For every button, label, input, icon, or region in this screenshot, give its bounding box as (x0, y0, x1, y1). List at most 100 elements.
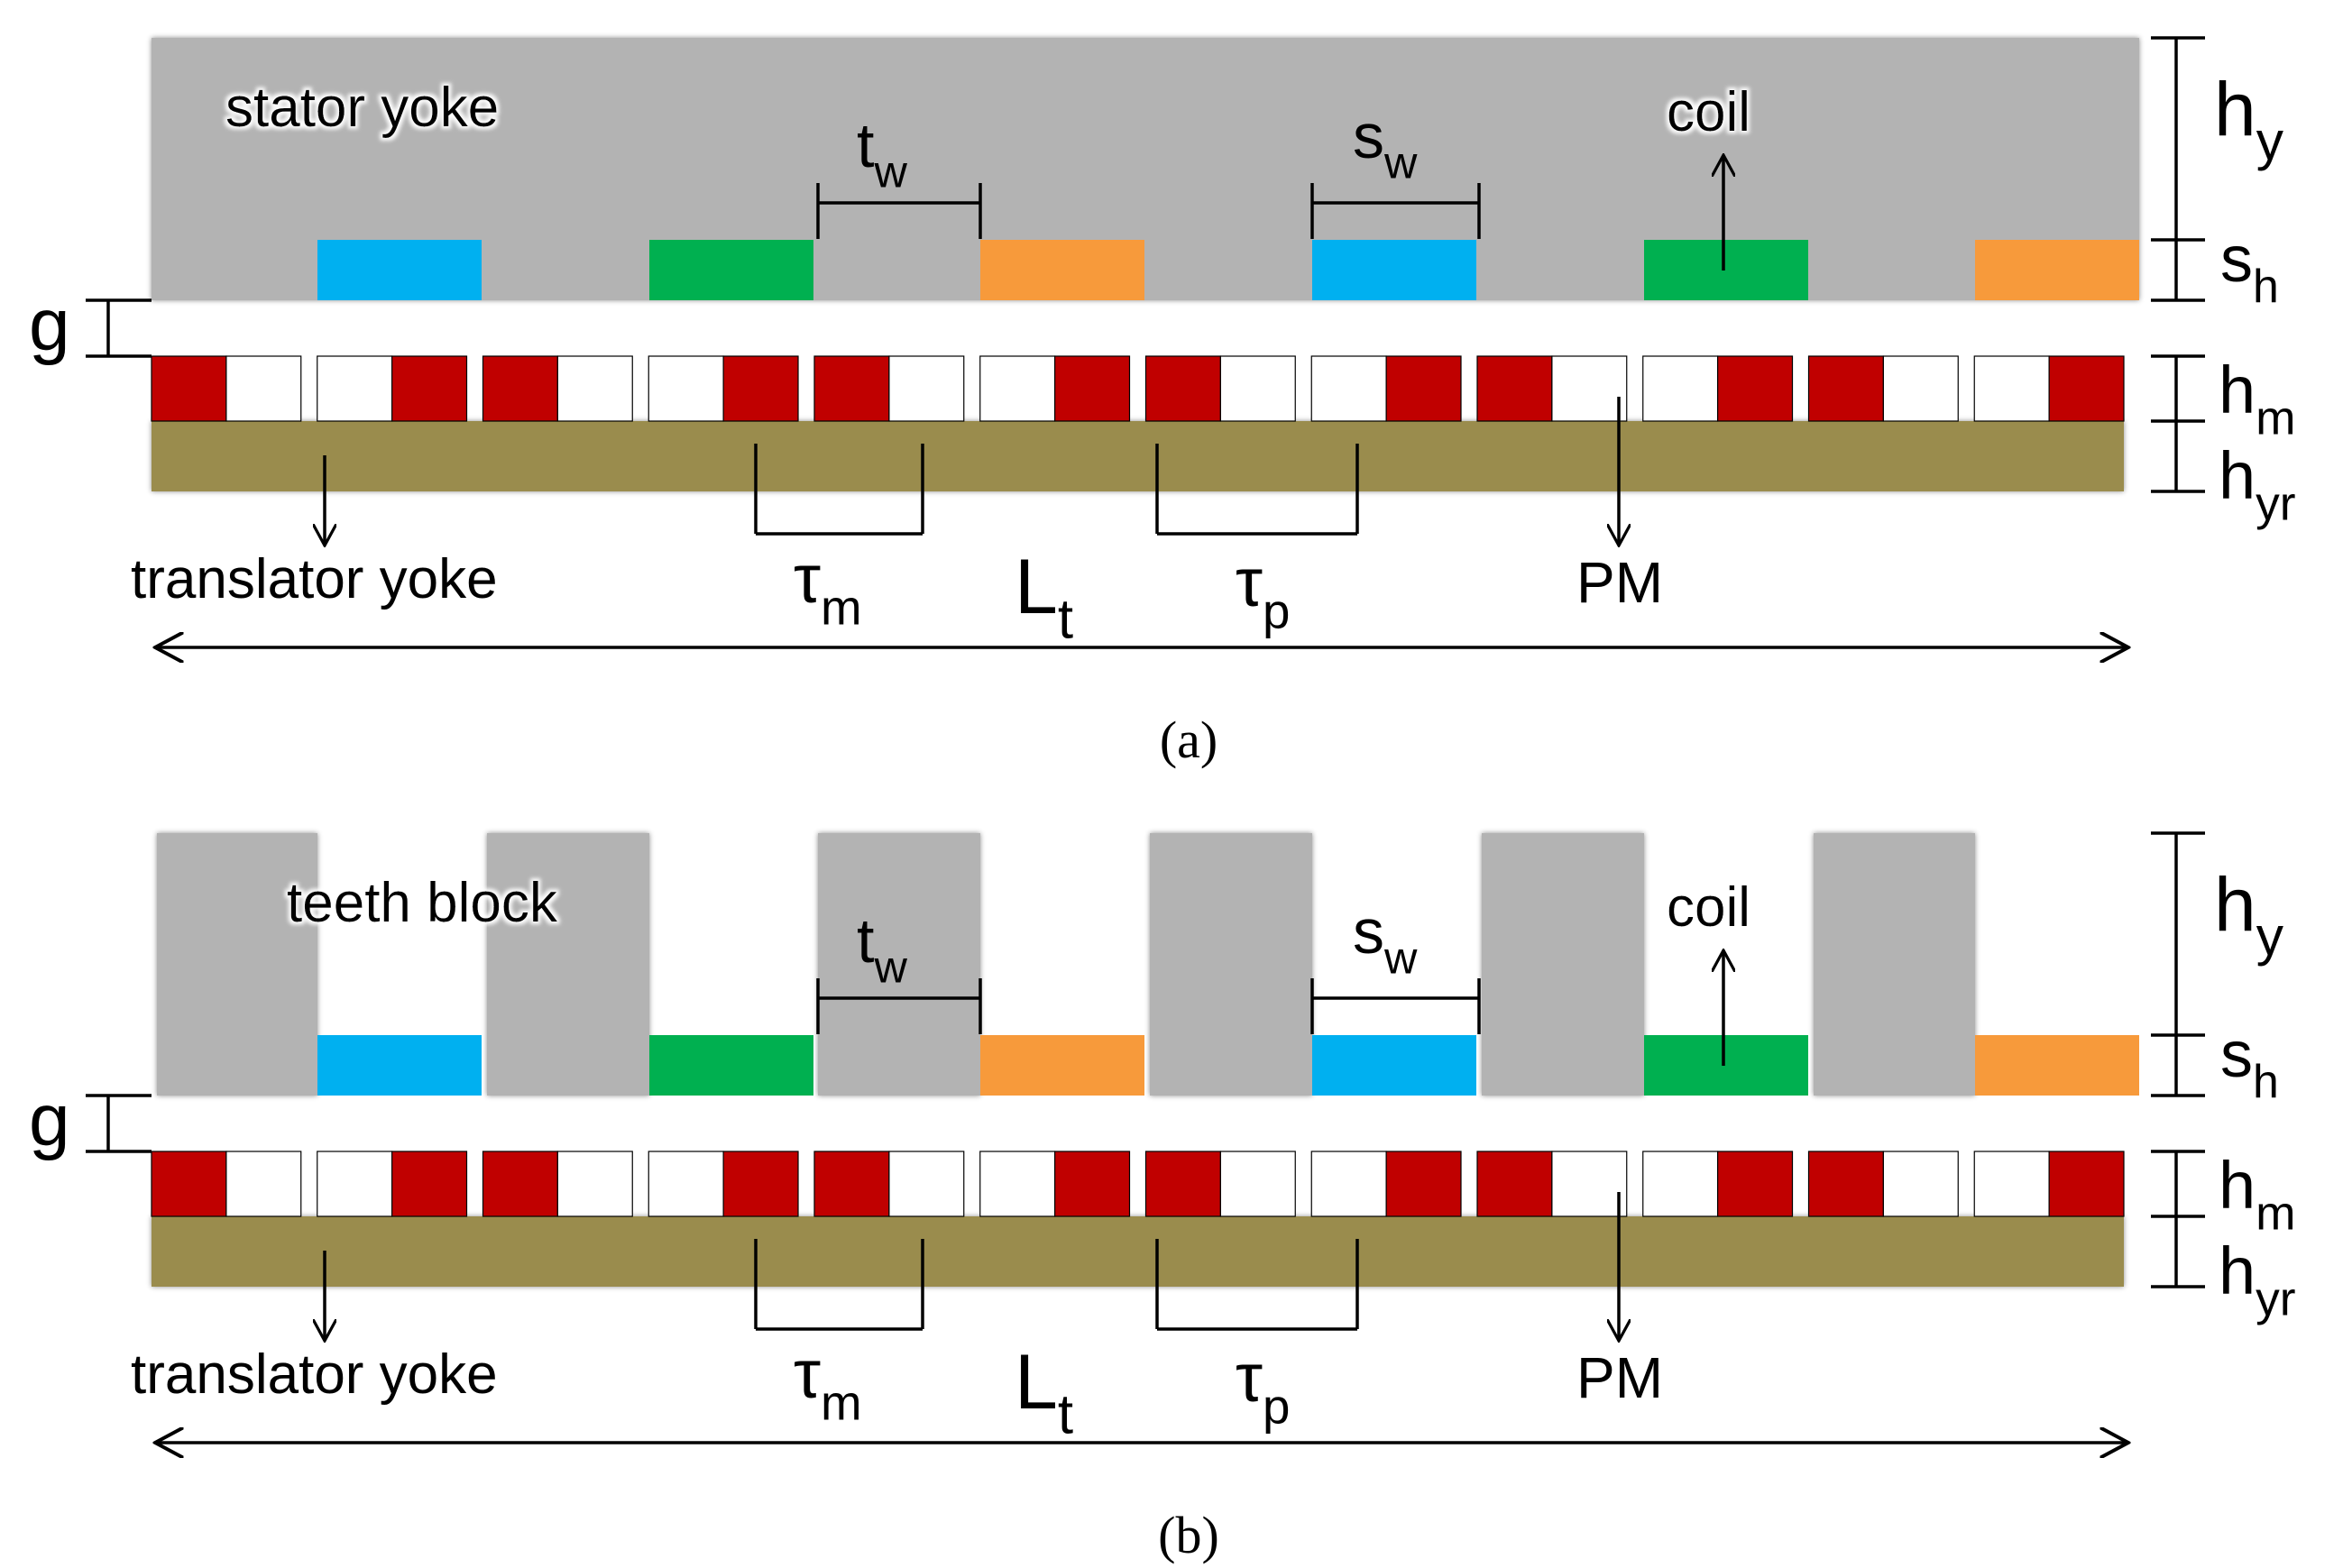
permanent-magnet (1717, 1151, 1794, 1217)
sh-label: sh (2220, 1019, 2279, 1107)
tw-label-base: t (857, 110, 874, 180)
lt-label-subscript: t (1058, 589, 1073, 651)
hy-label: hy (2214, 862, 2284, 967)
permanent-magnet (1476, 1151, 1553, 1217)
permanent-magnet (482, 1151, 558, 1217)
hm-label-subscript: m (2256, 392, 2295, 445)
hm-label-base: h (2219, 353, 2256, 427)
permanent-magnet (2048, 355, 2125, 422)
hm-label: hm (2219, 1148, 2296, 1241)
sh-label-base: s (2220, 1019, 2253, 1091)
hy-label-subscript: y (2256, 110, 2284, 171)
permanent-magnet (1807, 355, 1884, 422)
permanent-magnet (1973, 1151, 2050, 1217)
stator-tooth (487, 833, 649, 1096)
tau-p-label-base: τ (1236, 1340, 1263, 1417)
tw-label: tw (857, 110, 907, 197)
sh-label-subscript: h (2253, 1055, 2279, 1107)
stator-tooth (157, 833, 317, 1096)
coil-green (1644, 1035, 1808, 1096)
stator-tooth (1150, 833, 1312, 1096)
coil-green (649, 1035, 813, 1096)
panel-caption: (b) (1158, 1506, 1219, 1564)
permanent-magnet (1882, 355, 1959, 422)
hy-label-base: h (2214, 67, 2256, 151)
sw-label-base: s (1353, 101, 1384, 171)
permanent-magnet (1385, 355, 1462, 422)
stator-tooth (1482, 833, 1644, 1096)
tau-p-label-base: τ (1236, 545, 1263, 621)
sw-label-subscript: w (1383, 136, 1418, 188)
hyr-label: hyr (2219, 438, 2296, 531)
hm-label-subscript: m (2256, 1187, 2295, 1241)
permanent-magnet (1642, 1151, 1719, 1217)
tau-m-label-subscript: m (821, 1374, 862, 1430)
sw-label-base: s (1353, 896, 1384, 967)
permanent-magnet (648, 1151, 724, 1217)
tau-p-label: τp (1236, 545, 1290, 638)
translator-yoke-label: translator yoke (131, 1343, 498, 1406)
permanent-magnet (813, 355, 890, 422)
coil-green (1644, 240, 1808, 300)
lt-label: Lt (1015, 1339, 1073, 1446)
coil-blue (317, 1035, 482, 1096)
tw-label-base: t (857, 905, 874, 976)
permanent-magnet (1310, 355, 1387, 422)
permanent-magnet (1054, 1151, 1131, 1217)
sw-label: sw (1353, 101, 1418, 188)
sw-label: sw (1353, 896, 1418, 983)
hyr-label: hyr (2219, 1233, 2296, 1326)
tau-m-label: τm (794, 541, 862, 635)
hm-label: hm (2219, 353, 2296, 445)
permanent-magnet (648, 355, 724, 422)
permanent-magnet (813, 1151, 890, 1217)
permanent-magnet (722, 1151, 799, 1217)
tw-label-subscript: w (873, 145, 907, 197)
hyr-label-base: h (2219, 1233, 2256, 1308)
permanent-magnet (225, 355, 302, 422)
lt-label-base: L (1015, 1339, 1058, 1426)
stator-yoke-label: stator yoke (225, 77, 499, 139)
hyr-label-subscript: yr (2256, 478, 2295, 531)
tau-p-label-subscript: p (1263, 582, 1290, 638)
permanent-magnet (1219, 1151, 1296, 1217)
lt-label-subscript: t (1058, 1384, 1073, 1446)
sh-label-subscript: h (2253, 260, 2279, 312)
sh-label: sh (2220, 224, 2279, 312)
coil-label: coil (1667, 81, 1750, 143)
permanent-magnet (151, 355, 227, 422)
stator-tooth (818, 833, 980, 1096)
translator-yoke-block (152, 421, 2124, 491)
permanent-magnet (1973, 355, 2050, 422)
g-label: g (29, 284, 70, 366)
permanent-magnet (317, 1151, 393, 1217)
tau-p-label-subscript: p (1263, 1378, 1290, 1434)
permanent-magnet (722, 355, 799, 422)
hyr-label-subscript: yr (2256, 1273, 2295, 1326)
coil-blue (1312, 240, 1476, 300)
permanent-magnet (151, 1151, 227, 1217)
permanent-magnet (556, 1151, 633, 1217)
coil-green (649, 240, 813, 300)
permanent-magnet (391, 1151, 468, 1217)
hy-label-subscript: y (2256, 905, 2284, 967)
coil-orange (980, 240, 1144, 300)
hm-label-base: h (2219, 1148, 2256, 1223)
tw-label-subscript: w (873, 940, 907, 992)
permanent-magnet (1807, 1151, 1884, 1217)
permanent-magnet (317, 355, 393, 422)
hyr-label-base: h (2219, 438, 2256, 513)
permanent-magnet (1054, 355, 1131, 422)
coil-blue (1312, 1035, 1476, 1096)
teeth-block-label: teeth block (287, 872, 558, 934)
tau-p-label: τp (1236, 1340, 1290, 1434)
permanent-magnet (979, 1151, 1056, 1217)
coil-orange (1975, 1035, 2139, 1096)
sh-label-base: s (2220, 224, 2253, 296)
tw-label: tw (857, 905, 907, 992)
permanent-magnet (482, 355, 558, 422)
coil-orange (1975, 240, 2139, 300)
